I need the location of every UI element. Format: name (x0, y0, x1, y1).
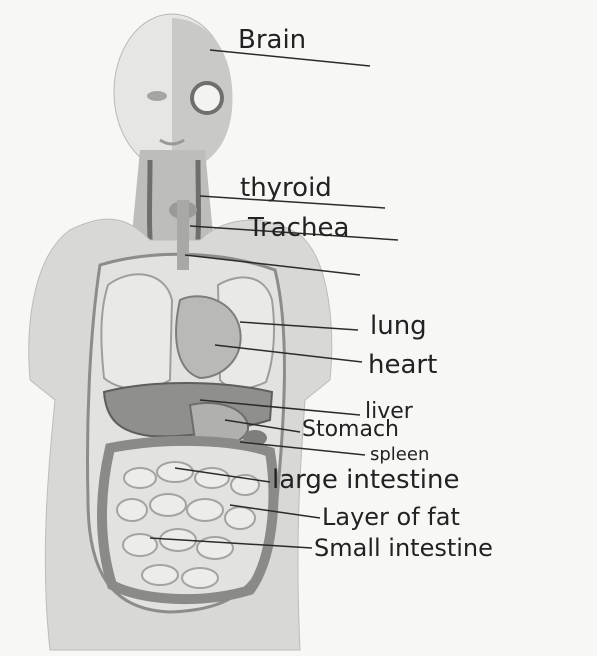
label-spleen: spleen (370, 444, 429, 465)
left-lung (101, 274, 172, 388)
eye-socket (192, 83, 222, 113)
label-small-intestine: Small intestine (314, 534, 493, 562)
label-large-intestine: large intestine (272, 465, 459, 495)
label-stomach: Stomach (302, 417, 399, 442)
label-lung: lung (370, 311, 427, 341)
label-trachea: Trachea (247, 213, 349, 243)
label-thyroid: thyroid (240, 173, 332, 203)
trachea-tube (177, 200, 189, 270)
label-heart: heart (368, 350, 437, 380)
label-layer-of-fat: Layer of fat (322, 503, 460, 531)
label-brain: Brain (238, 25, 306, 55)
